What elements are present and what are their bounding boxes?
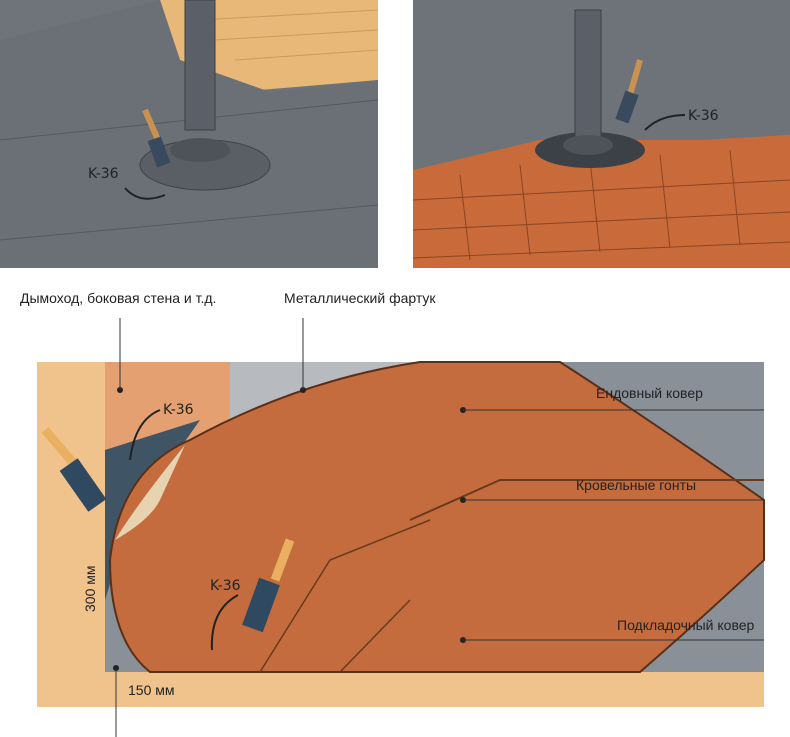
label-underlay: Подкладочный ковер [617, 617, 755, 633]
k36-upper-label: K-36 [163, 402, 194, 418]
valley-junction-diagram: K-36 K-36 300 мм 150 мм [37, 318, 765, 737]
k36-label: K-36 [88, 166, 119, 182]
label-metal-apron: Металлический фартук [284, 290, 436, 306]
label-shingles: Кровельные гонты [576, 477, 696, 493]
dimension-150mm: 150 мм [128, 682, 175, 698]
pipe-flashing-on-shingles-panel: K-36 [412, 0, 790, 268]
trowel-icon [142, 108, 171, 168]
shingles [413, 135, 790, 268]
k36-lower-label: K-36 [210, 578, 241, 594]
k36-label: K-36 [688, 108, 719, 124]
pipe [184, 0, 216, 131]
pipe-flashing-on-roll-roof-panel: K-36 [0, 0, 379, 268]
pipe [574, 9, 602, 141]
dimension-300mm: 300 мм [82, 566, 98, 613]
label-chimney: Дымоход, боковая стена и т.д. [20, 290, 216, 306]
trowel-icon [615, 59, 643, 124]
label-valley-carpet: Ендовный ковер [596, 385, 703, 401]
trowel-icon [242, 538, 295, 633]
trowel-icon [41, 427, 107, 512]
